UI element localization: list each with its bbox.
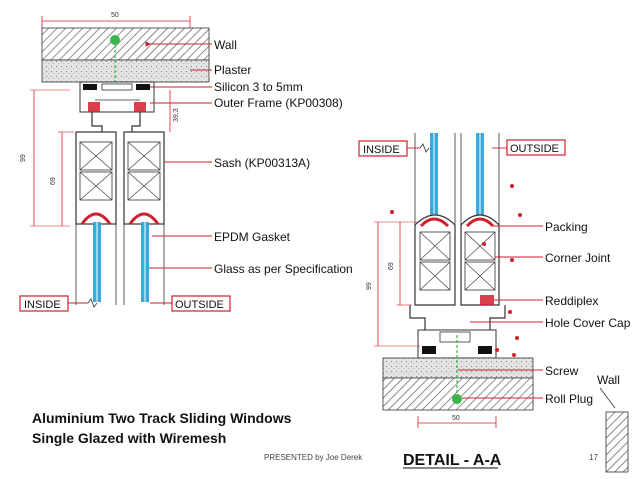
- label-glass: Glass as per Specification: [214, 262, 353, 276]
- left-dim-width: 50: [41, 12, 191, 28]
- right-glass: [414, 133, 500, 225]
- label-wall: Wall: [214, 38, 237, 52]
- label-plaster: Plaster: [214, 63, 251, 77]
- left-sash-inner: [75, 131, 117, 225]
- label-reddiplex: Reddiplex: [545, 294, 598, 308]
- title-block: Aluminium Two Track Sliding Windows Sing…: [32, 410, 292, 446]
- left-outside-label: OUTSIDE: [175, 299, 224, 311]
- title-line2: Single Glazed with Wiremesh: [32, 430, 226, 446]
- right-sash-inner: [414, 214, 456, 306]
- presenter-credit: PRESENTED by Joe Derek: [264, 453, 363, 462]
- right-inside-box: INSIDE: [358, 140, 408, 157]
- label-epdm: EPDM Gasket: [214, 230, 291, 244]
- left-outer-frame: [79, 81, 155, 113]
- right-drop-marks: [390, 184, 522, 357]
- left-dim-total: 99: [20, 154, 27, 162]
- right-sill-frame: [409, 295, 506, 359]
- left-outside-box: OUTSIDE: [171, 295, 231, 312]
- detail-title: DETAIL - A-A: [403, 452, 502, 469]
- right-plaster: [382, 357, 534, 379]
- label-outer-frame: Outer Frame (KP00308): [214, 96, 343, 110]
- label-hole-cover-cap: Hole Cover Cap: [545, 316, 631, 330]
- title-line1: Aluminium Two Track Sliding Windows: [32, 410, 292, 426]
- right-screw-plug: [452, 335, 462, 404]
- left-section-detail: 50: [19, 12, 353, 312]
- label-roll-plug: Roll Plug: [545, 392, 593, 406]
- right-dim-total: 99: [366, 282, 373, 290]
- left-dim-frame: 39.3: [173, 108, 180, 122]
- label-packing: Packing: [545, 220, 588, 234]
- right-sash-outer: [460, 214, 500, 306]
- left-dim-sash: 69: [50, 177, 57, 185]
- left-frame-legs: [91, 112, 141, 132]
- right-wall: [382, 377, 534, 411]
- page-number: 17: [589, 453, 598, 462]
- right-outside-label: OUTSIDE: [510, 143, 559, 155]
- left-leaders: [145, 41, 212, 269]
- right-leaders: [458, 225, 543, 399]
- right-dim-width: 50: [452, 415, 460, 422]
- label-corner-joint: Corner Joint: [545, 251, 611, 265]
- right-inside-label: INSIDE: [363, 144, 400, 156]
- label-screw: Screw: [545, 364, 579, 378]
- label-sash: Sash (KP00313A): [214, 156, 310, 170]
- left-dim-width-text: 50: [111, 12, 119, 19]
- right-section-detail: INSIDE OUTSIDE: [358, 133, 631, 473]
- right-outside-box: OUTSIDE: [506, 139, 566, 156]
- left-glass: [75, 222, 165, 305]
- right-wall-sliver: [605, 411, 629, 473]
- right-dims: 99 69 50: [366, 221, 497, 428]
- right-dim-sash: 69: [388, 262, 395, 270]
- label-wall-right: Wall: [597, 373, 620, 387]
- left-sash-outer: [123, 131, 165, 225]
- label-silicon: Silicon 3 to 5mm: [214, 80, 303, 94]
- left-inside-box: INSIDE: [19, 295, 69, 312]
- left-plaster: [41, 59, 210, 83]
- left-vertical-dims: 99 69 39.3: [20, 89, 180, 227]
- left-inside-label: INSIDE: [24, 299, 61, 311]
